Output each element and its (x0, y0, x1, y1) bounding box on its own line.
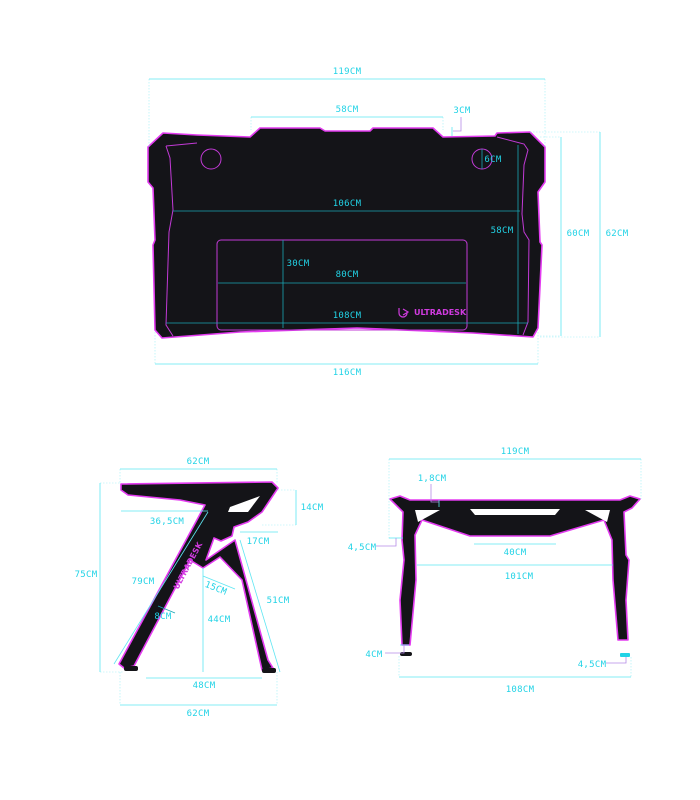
dim-mousepad-width: 80CM (336, 270, 359, 280)
dim-brace-height: 44CM (208, 615, 231, 625)
dim-inner-depth: 58CM (491, 226, 514, 236)
dim-leg-spacing: 101CM (505, 572, 534, 582)
dim-leg-length: 79CM (132, 577, 155, 587)
dim-overhang: 4,5CM (348, 543, 377, 553)
dim-side-top-depth: 62CM (187, 457, 210, 467)
dim-overall-width: 119CM (333, 67, 362, 77)
top-view: ULTRADESK 119CM 58CM 3CM 6CM 106CM 58CM … (147, 67, 629, 378)
dim-center-width: 40CM (504, 548, 527, 558)
dim-brace-width: 15CM (203, 580, 228, 598)
dim-front-top-thickness: 1,8CM (418, 474, 447, 484)
dim-top-thickness: 14CM (301, 503, 324, 513)
dim-foot-pad: 4,5CM (578, 660, 607, 670)
dim-mousepad-depth: 30CM (287, 259, 310, 269)
cable-grommet-left (200, 148, 222, 170)
dim-front-width: 116CM (333, 368, 362, 378)
desk-top-surface (147, 127, 546, 339)
dim-grommet: 6CM (484, 155, 501, 165)
side-frame (118, 481, 279, 671)
rear-foot (262, 668, 276, 673)
mousepad-area (216, 239, 468, 331)
dim-depth-overall: 62CM (606, 229, 629, 239)
brand-logo: ULTRADESK (398, 308, 467, 318)
dim-depth-mid: 60CM (567, 229, 590, 239)
front-foot (124, 666, 138, 671)
dim-rear-offset: 17CM (247, 537, 270, 547)
front-frame (389, 495, 641, 646)
dim-rear-leg-length: 51CM (267, 596, 290, 606)
dim-foot-width: 4CM (365, 650, 382, 660)
dim-front-inner-width: 108CM (333, 311, 362, 321)
side-view: ULTRADESK 62CM 75CM 36,5CM 14CM 17CM 79C… (75, 457, 324, 719)
dim-under-depth: 36,5CM (150, 517, 185, 527)
dim-base-width: 108CM (506, 685, 535, 695)
inner-trim-line (165, 136, 530, 337)
right-foot-pad (620, 653, 630, 657)
dim-base-depth: 62CM (187, 709, 210, 719)
dim-height: 75CM (75, 570, 98, 580)
svg-text:ULTRADESK: ULTRADESK (414, 308, 467, 317)
dim-cutout-depth: 3CM (453, 106, 470, 116)
dim-leg-width: 8CM (154, 612, 171, 622)
dim-inner-width: 106CM (333, 199, 362, 209)
dim-front-overall-width: 119CM (501, 447, 530, 457)
dim-foot-spacing: 48CM (193, 681, 216, 691)
front-view: 119CM 1,8CM 4,5CM 40CM 101CM 4CM 4,5CM 1… (348, 447, 642, 695)
dim-rear-cutout: 58CM (336, 105, 359, 115)
